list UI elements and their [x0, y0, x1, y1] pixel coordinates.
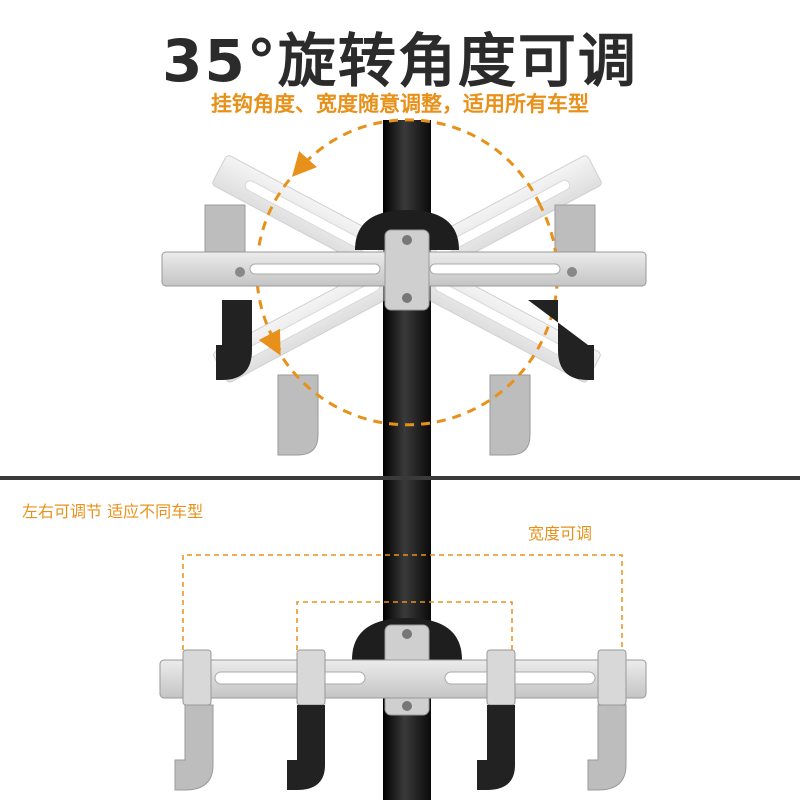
faded-hooks-bottom [174, 704, 627, 791]
page-subtitle: 挂钩角度、宽度随意调整，适用所有车型 [211, 92, 589, 116]
dark-hooks-top [216, 300, 594, 380]
section-divider [0, 476, 800, 480]
width-label: 宽度可调 [528, 524, 593, 543]
width-guides [182, 554, 623, 650]
pole-clamp-top [355, 210, 459, 311]
main-bracket-bottom [159, 659, 647, 699]
faded-hooks-top [204, 204, 596, 456]
page-title: 35°旋转角度可调 [162, 27, 638, 95]
dark-hooks-bottom [287, 705, 515, 790]
hook-mounts-bottom [182, 649, 627, 706]
left-right-label: 左右可调节 适应不同车型 [22, 502, 204, 521]
